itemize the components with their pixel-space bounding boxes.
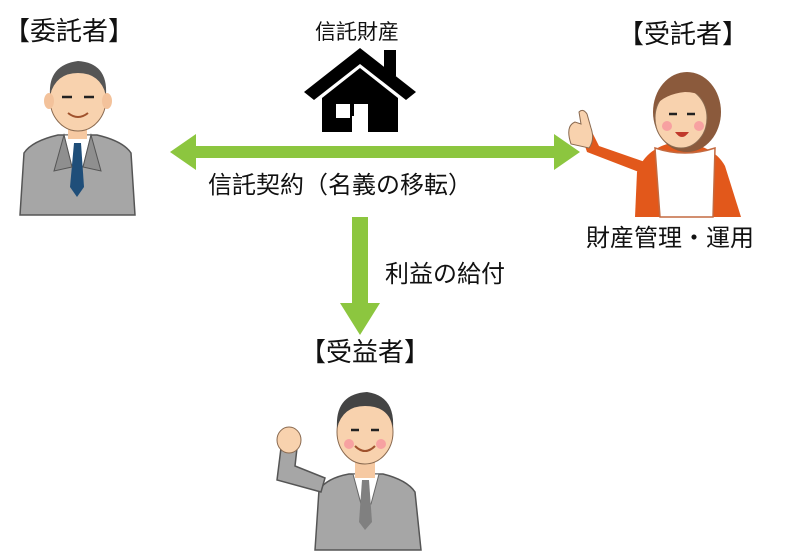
benefit-down-arrow [340,217,380,335]
beneficiary-label: 【受益者】 [300,338,431,368]
trustee-woman-icon [568,72,741,218]
settlor-man-icon [19,61,136,216]
trust-property-label: 信託財産 [315,20,399,44]
trustee-label: 【受託者】 [618,20,749,50]
contract-label: 信託契約（名義の移転） [208,171,472,199]
management-label: 財産管理・運用 [586,224,754,252]
benefit-label: 利益の給付 [385,260,505,288]
beneficiary-man-icon [276,392,422,551]
contract-double-arrow [170,134,580,170]
house-icon [304,48,416,132]
settlor-label: 【委託者】 [4,17,135,47]
